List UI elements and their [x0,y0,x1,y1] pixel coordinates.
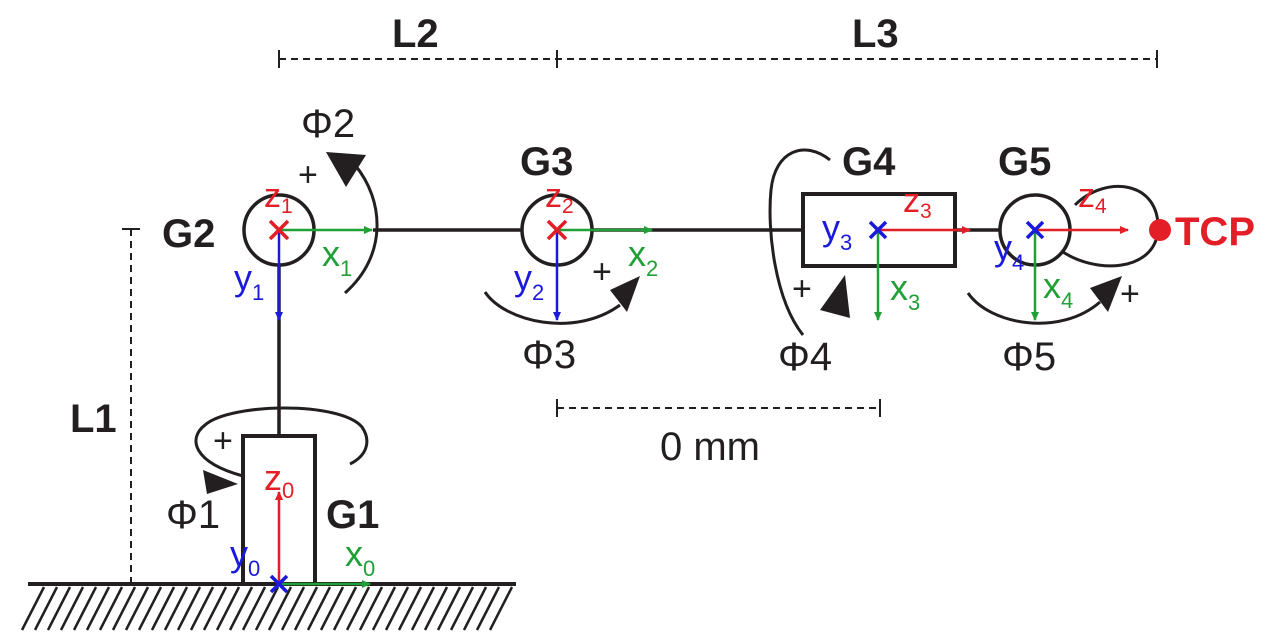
label-l2: L2 [392,12,439,56]
label-l1: L1 [70,397,117,441]
scale-bar: 0 mm [556,399,881,469]
plus-phi2: + [298,156,318,194]
phi2-arrowhead [326,152,366,187]
joint-g5: z4 x4 y4 G5 Φ5 + [966,140,1160,379]
axis-z0: z0 [264,457,294,503]
joint-g2: z1 x1 y1 G2 Φ2 + [162,102,379,321]
axis-z1: z1 [264,177,293,218]
label-phi4: Φ4 [778,335,832,379]
rotation-arrow-phi1 [194,406,369,478]
plus-phi5: + [1120,275,1140,313]
plus-phi1: + [213,422,233,460]
rotation-arrow-phi3 [483,291,621,325]
joint-g3: z2 x2 y2 G3 Φ3 + [483,140,658,377]
axis-y0: y0 [230,533,260,581]
rotation-arrow-phi5 [966,292,1101,325]
label-phi2: Φ2 [301,102,355,146]
joint-g1: z0 x0 y0 G1 Φ1 + [166,406,379,594]
label-l3: L3 [852,12,899,56]
phi4-arrowhead [820,275,850,318]
phi1-arrowhead [203,470,238,494]
axis-z3: z3 [903,182,932,223]
label-g2: G2 [162,212,215,256]
axis-y2: y2 [514,257,544,305]
label-phi5: Φ5 [1002,335,1056,379]
origin-2-marker [546,219,568,241]
axis-z2: z2 [545,177,574,218]
label-phi1: Φ1 [166,493,220,537]
origin-1-marker [268,219,290,241]
tcp: TCP [1149,210,1255,254]
scale-label: 0 mm [660,425,760,469]
tcp-label: TCP [1175,210,1255,254]
axis-x4: x4 [1043,265,1073,313]
plus-phi3: + [592,253,612,291]
phi5-arrowhead [1090,276,1122,312]
axis-x2: x2 [628,233,658,281]
dimension-l2-l3: L2 L3 [278,12,1158,68]
label-g1: G1 [326,493,379,537]
label-g3: G3 [520,140,573,184]
origin-4-marker [1025,220,1045,240]
axis-y1: y1 [234,257,264,305]
axis-y4: y4 [994,227,1024,275]
axis-z4: z4 [1078,177,1107,218]
axis-x1: x1 [322,233,352,281]
label-g4: G4 [842,140,896,184]
tcp-dot [1149,219,1171,241]
axis-x3: x3 [890,267,920,315]
origin-0-marker [269,574,289,594]
rotation-arrow-phi2 [344,164,379,295]
phi3-arrowhead [610,276,640,312]
rotation-arrow-phi4-back [768,148,831,336]
dimension-l1: L1 [70,228,140,584]
axis-y3: y3 [822,207,852,255]
label-g5: G5 [998,140,1051,184]
axis-x0: x0 [345,533,375,581]
ground [20,582,516,631]
ground-hatching [20,586,514,631]
joint-g4: z3 x3 y3 G4 Φ4 + [768,140,971,379]
label-phi3: Φ3 [522,333,576,377]
plus-phi4: + [792,270,812,308]
origin-3-marker [868,220,888,240]
tcp-rotation-loop [1059,184,1160,268]
